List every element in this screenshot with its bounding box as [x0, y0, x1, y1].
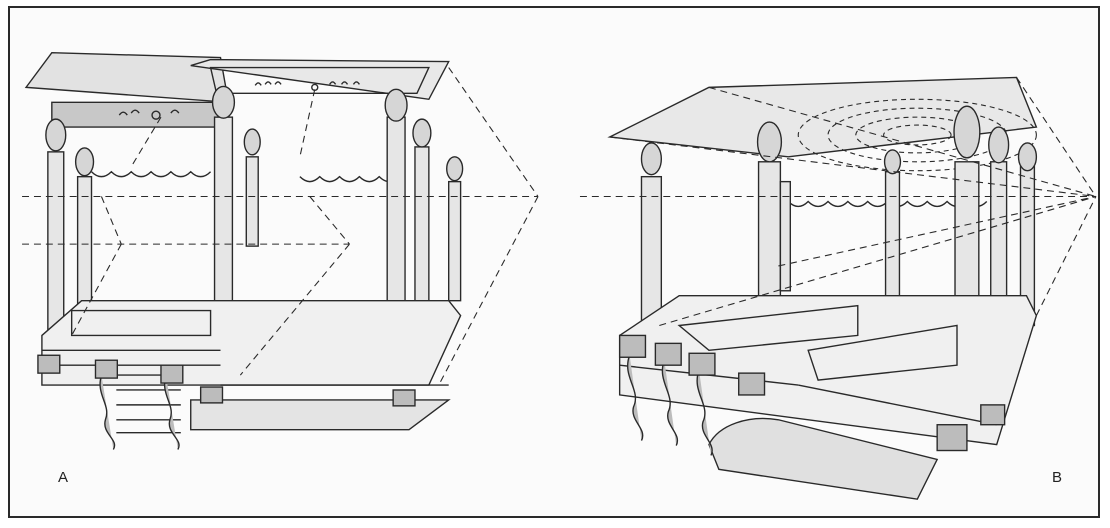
figure-frame: A: [8, 6, 1100, 518]
panel-a-label: A: [58, 469, 69, 486]
bolster: [708, 417, 939, 500]
bracket-b2: [661, 359, 679, 446]
column-b3: [779, 180, 792, 292]
column-4: [245, 156, 259, 247]
panel-b-drawing: [579, 76, 1097, 500]
column-2: [76, 175, 93, 317]
platform: [41, 300, 462, 386]
column-b1: [640, 175, 663, 327]
bracket-left: [99, 374, 116, 450]
bracket-b3: [696, 369, 713, 456]
bracket-right: [163, 374, 180, 450]
ceiling-plane: [607, 76, 1038, 158]
canopy-right: [190, 58, 450, 101]
panel-a-drawing: [22, 51, 539, 450]
panel-a: A: [10, 8, 558, 516]
bracket-b1: [627, 355, 644, 441]
column-b4: [884, 171, 901, 312]
valance-right: [299, 175, 400, 183]
panel-b: B: [558, 8, 1102, 516]
column-7: [448, 180, 462, 302]
platform-b: [618, 295, 1038, 446]
panel-b-label: B: [1051, 469, 1062, 486]
valance-left: [91, 170, 212, 178]
canopy-left: [24, 51, 230, 104]
